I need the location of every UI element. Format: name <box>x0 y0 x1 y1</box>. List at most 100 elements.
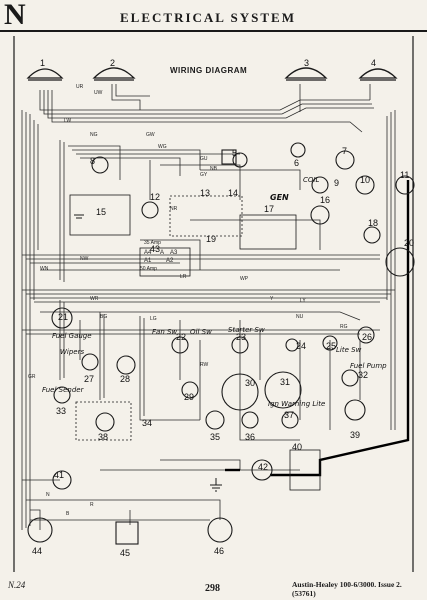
svg-text:3: 3 <box>304 58 309 68</box>
svg-text:GU: GU <box>200 156 208 162</box>
terminal-labels: A1 A2 A4 A A3 35 Amp 50 Amp <box>140 240 178 272</box>
svg-text:WG: WG <box>158 144 167 150</box>
svg-text:NR: NR <box>170 206 178 212</box>
headlamp-1 <box>26 68 64 79</box>
svg-text:27: 27 <box>84 374 94 384</box>
svg-text:Fuel Pump: Fuel Pump <box>350 362 387 370</box>
svg-text:21: 21 <box>58 312 68 322</box>
svg-text:39: 39 <box>350 430 360 440</box>
component-33 <box>53 386 71 404</box>
svg-text:LW: LW <box>64 118 71 124</box>
svg-text:A: A <box>160 250 164 256</box>
component-26 <box>357 326 375 344</box>
svg-text:32: 32 <box>358 370 368 380</box>
svg-text:Fuel Gauge: Fuel Gauge <box>52 332 92 340</box>
component-25 <box>322 335 338 351</box>
component-18 <box>363 226 381 244</box>
svg-text:Fuel Sender: Fuel Sender <box>42 386 85 394</box>
svg-text:LY: LY <box>300 298 306 304</box>
handwritten-notes: COIL GEN Fuel Gauge Wipers Fuel Sender O… <box>42 176 387 408</box>
svg-text:Wipers: Wipers <box>60 348 84 356</box>
svg-text:26: 26 <box>362 332 372 342</box>
svg-text:43: 43 <box>150 244 160 254</box>
component-11 <box>395 175 415 195</box>
svg-text:GR: GR <box>28 374 36 380</box>
svg-text:Y: Y <box>270 296 274 302</box>
headlamp-2 <box>92 67 136 79</box>
svg-text:2: 2 <box>110 58 115 68</box>
header-rule <box>0 30 427 32</box>
svg-text:Fan Sw: Fan Sw <box>152 328 177 336</box>
component-39 <box>344 399 366 421</box>
svg-text:38: 38 <box>98 432 108 442</box>
svg-text:5: 5 <box>232 148 237 158</box>
svg-text:11: 11 <box>400 170 409 180</box>
component-30 <box>221 373 259 411</box>
section-letter: N <box>4 0 26 31</box>
top-lamps <box>26 67 398 81</box>
svg-text:16: 16 <box>320 195 330 205</box>
svg-text:15: 15 <box>96 207 106 217</box>
svg-text:NU: NU <box>296 314 304 320</box>
svg-text:LG: LG <box>150 316 157 322</box>
svg-text:GW: GW <box>146 132 155 138</box>
svg-text:42: 42 <box>258 462 268 472</box>
svg-text:Oil Sw: Oil Sw <box>190 328 212 336</box>
component-31 <box>264 371 302 409</box>
svg-text:28: 28 <box>120 374 130 384</box>
regulator-box <box>69 194 321 491</box>
svg-text:WN: WN <box>40 266 49 272</box>
svg-text:23: 23 <box>236 332 246 342</box>
component-41 <box>52 470 72 490</box>
component-22 <box>171 336 189 354</box>
svg-text:12: 12 <box>150 192 160 202</box>
component-7 <box>335 150 355 170</box>
svg-text:NB: NB <box>210 166 218 172</box>
component-36 <box>241 411 259 429</box>
svg-text:NW: NW <box>80 256 89 262</box>
svg-text:31: 31 <box>280 377 290 387</box>
diagram-title: WIRING DIAGRAM <box>170 66 248 75</box>
harness <box>21 84 396 530</box>
svg-text:19: 19 <box>206 234 216 244</box>
svg-text:WR: WR <box>90 296 99 302</box>
svg-text:37: 37 <box>284 410 294 420</box>
component-37 <box>281 411 299 429</box>
svg-text:Ign Warning Lite: Ign Warning Lite <box>268 400 325 408</box>
svg-text:17: 17 <box>264 204 274 214</box>
component-8 <box>91 156 109 174</box>
component-5-body <box>221 149 237 165</box>
svg-text:1: 1 <box>40 58 45 68</box>
component-46 <box>207 517 233 543</box>
component-24 <box>285 338 299 352</box>
svg-text:9: 9 <box>334 178 339 188</box>
svg-text:30: 30 <box>245 378 255 388</box>
svg-text:14: 14 <box>228 188 238 198</box>
component-16 <box>310 205 330 225</box>
svg-text:45: 45 <box>120 548 130 558</box>
svg-text:44: 44 <box>32 546 42 556</box>
headlamp-3 <box>284 67 328 79</box>
component-38 <box>95 412 115 432</box>
svg-text:29: 29 <box>184 392 194 402</box>
svg-text:20: 20 <box>404 238 414 248</box>
component-28 <box>116 355 136 375</box>
component-5 <box>232 152 248 168</box>
svg-text:7: 7 <box>342 146 347 156</box>
component-44 <box>27 517 53 543</box>
svg-text:WP: WP <box>240 276 249 282</box>
page-number: 298 <box>205 583 220 594</box>
svg-text:GY: GY <box>200 172 208 178</box>
svg-text:35 Amp: 35 Amp <box>144 240 161 246</box>
svg-text:18: 18 <box>368 218 378 228</box>
svg-text:41: 41 <box>54 470 64 480</box>
svg-text:B: B <box>66 511 70 517</box>
svg-text:RG: RG <box>340 324 348 330</box>
publication-reference: Austin-Healey 100-6/3000. Issue 2. (5376… <box>292 580 402 598</box>
svg-text:33: 33 <box>56 406 66 416</box>
svg-text:A4: A4 <box>144 250 152 256</box>
component-45 <box>115 521 139 545</box>
headlamp-4 <box>358 68 398 79</box>
svg-text:A2: A2 <box>166 258 174 264</box>
